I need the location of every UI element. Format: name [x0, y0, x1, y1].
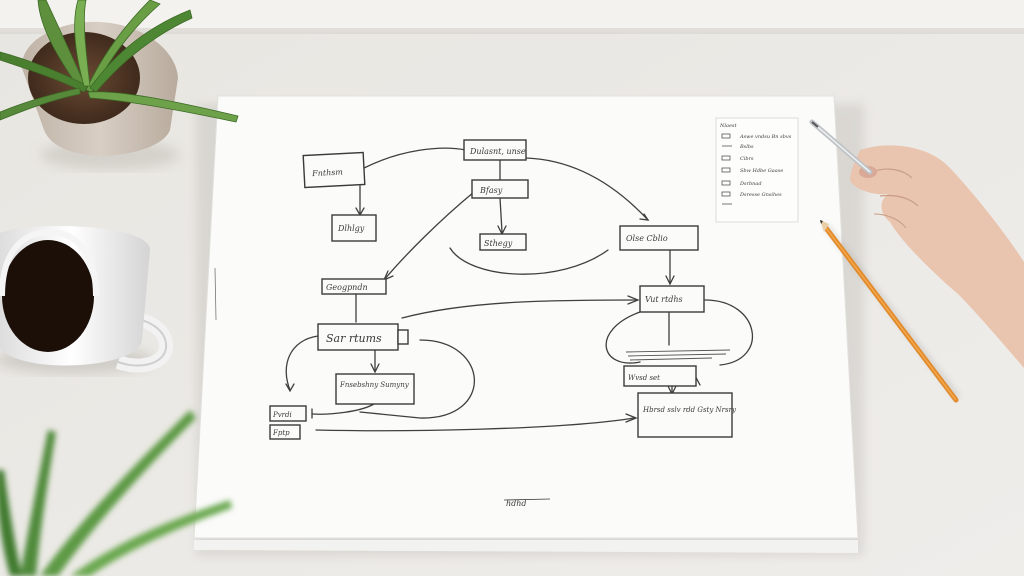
scribble-lines: [625, 349, 731, 361]
potted-plant: [0, 0, 239, 170]
legend-title: Nlaest: [719, 123, 737, 129]
pencil: [820, 220, 961, 403]
legend-item-3: Cibrs: [740, 156, 754, 162]
legend-note: Nlaest Aswe vndsu Bn sbvs Bslbs Cibrs Sb…: [715, 117, 799, 223]
label-b11: Pvrdi: [272, 411, 292, 419]
label-b7: Geogpndn: [326, 283, 368, 292]
box-b10: [335, 373, 415, 405]
box-b3: [471, 179, 529, 199]
coffee-surface: [2, 240, 94, 352]
box-b11: [269, 405, 307, 422]
hand-with-pen: [809, 119, 1024, 368]
label-b4: Sthegy: [484, 239, 513, 248]
box-b9: [639, 285, 705, 313]
legend-item-1: Aswe vndsu Bn sbvs: [739, 134, 792, 140]
margin-marks: [214, 267, 217, 321]
box-b12: [269, 424, 301, 440]
box-b5: [331, 214, 377, 242]
label-b9: Vut rtdhs: [645, 295, 683, 304]
hand: [850, 145, 1024, 368]
legend-item-5: Dsrbnad: [739, 181, 762, 187]
box-b2: [463, 139, 527, 161]
signature: hdhd: [506, 499, 527, 508]
flowchart-boxes: [269, 139, 733, 440]
box-b8: [317, 323, 399, 351]
box-b4: [479, 233, 527, 251]
legend-item-4: Sbw Hdbe Gaase: [740, 168, 783, 174]
label-b12: Fptp: [272, 429, 290, 437]
box-b6: [619, 225, 699, 251]
foreground-plant: [0, 410, 232, 576]
box-b7: [321, 278, 387, 295]
label-b14: Hbrsd sslv rdd Gsty Nrsry: [642, 406, 737, 414]
legend-item-6: Dsresse Gnsihes: [739, 192, 782, 198]
paper-sheet-under: [194, 540, 858, 553]
legend-item-2: Bslbs: [739, 144, 754, 150]
label-b10: Fnsebshny Sumyny: [339, 381, 410, 389]
coffee-mug: [0, 226, 174, 374]
box-b8-tab: [397, 329, 409, 345]
label-b8: Sar rtums: [326, 332, 382, 345]
label-b3: Bfasy: [479, 186, 503, 195]
flowchart-connectors: [285, 147, 754, 432]
box-b13: [623, 365, 697, 387]
label-b13: Wvsd set: [628, 374, 660, 382]
box-b1: [302, 151, 366, 189]
label-b5: Dlhlgy: [337, 224, 365, 233]
label-b6: Olse Cblio: [626, 234, 668, 243]
box-b14: [637, 392, 733, 438]
label-b1: Fnthsm: [311, 168, 344, 179]
label-b2: Dulasnt, unse: [469, 147, 526, 156]
